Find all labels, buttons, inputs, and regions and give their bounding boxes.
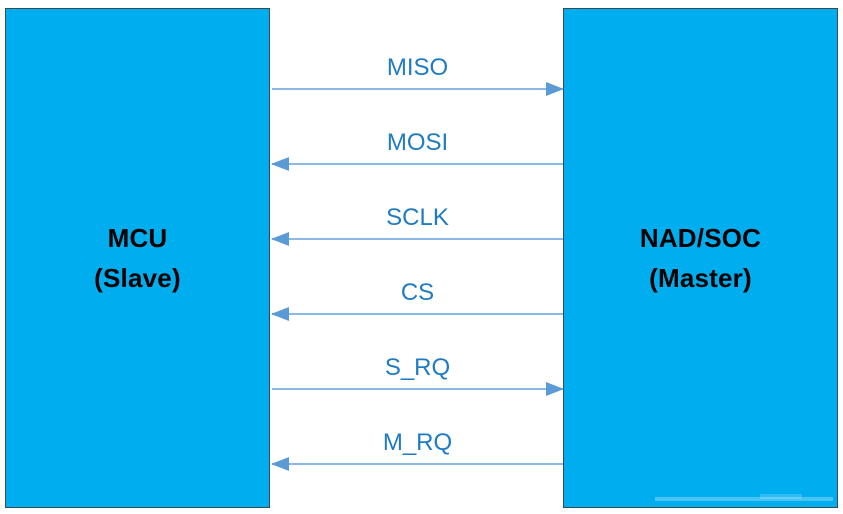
arrow-head-left-icon [271, 232, 289, 246]
signal-mosi-line [272, 163, 563, 165]
signal-s-rq-label: S_RQ [384, 354, 451, 381]
image-artifact-secondary [760, 494, 802, 499]
signal-s-rq-line [272, 388, 563, 390]
signal-mosi-label: MOSI [386, 129, 449, 156]
signal-sclk-line [272, 238, 563, 240]
block-mcu[interactable]: MCU (Slave) [5, 8, 270, 508]
signal-miso-label: MISO [386, 54, 449, 81]
signal-m-rq-label: M_RQ [382, 429, 453, 456]
block-nad-soc-subtitle: (Master) [649, 263, 752, 293]
signal-cs-label: CS [400, 279, 435, 306]
block-mcu-title: MCU [107, 223, 168, 253]
signal-miso-line [272, 88, 563, 90]
arrow-head-left-icon [271, 307, 289, 321]
image-artifact [655, 497, 833, 501]
signal-sclk-label: SCLK [386, 204, 449, 231]
block-nad-soc-title: NAD/SOC [639, 223, 762, 253]
arrow-head-right-icon [546, 82, 564, 96]
arrow-head-left-icon [271, 157, 289, 171]
block-mcu-subtitle: (Slave) [94, 263, 181, 293]
signal-m-rq-line [272, 463, 563, 465]
block-nad-soc[interactable]: NAD/SOC (Master) [563, 8, 838, 508]
arrow-head-left-icon [271, 457, 289, 471]
arrow-head-right-icon [546, 382, 564, 396]
signal-cs-line [272, 313, 563, 315]
